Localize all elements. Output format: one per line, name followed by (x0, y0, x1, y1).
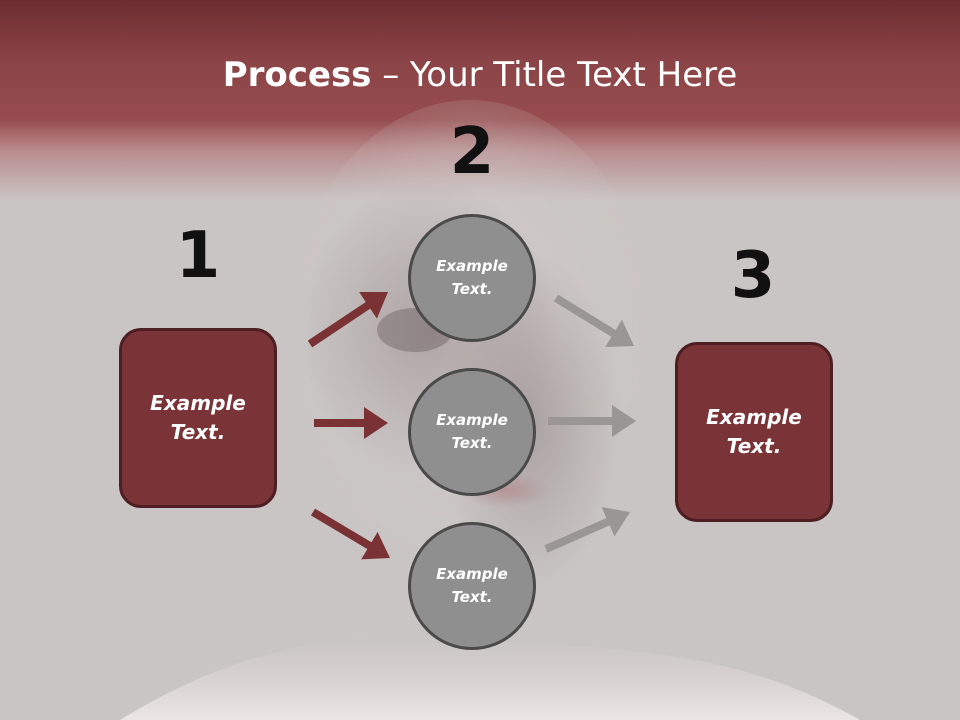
step-number-2: 2 (449, 115, 495, 189)
arrow-middle-to-3 (548, 405, 636, 437)
step-1-box: Example Text. (119, 328, 277, 508)
arrow-1-to-middle (314, 407, 388, 439)
step-2-circle-top: Example Text. (408, 214, 536, 342)
step-1-text: Example Text. (150, 391, 246, 444)
circle-middle-text: Example Text. (436, 411, 508, 452)
step-number-1: 1 (175, 219, 221, 293)
circle-bottom-text: Example Text. (436, 565, 508, 606)
circle-top-text: Example Text. (436, 257, 508, 298)
title-bold: Process (222, 55, 372, 95)
step-3-text: Example Text. (706, 405, 802, 458)
arrow-top-to-3 (553, 294, 634, 348)
slide-title: Process – Your Title Text Here (0, 50, 960, 100)
step-3-box: Example Text. (675, 342, 833, 522)
step-number-3: 3 (730, 239, 776, 313)
step-2-circle-bottom: Example Text. (408, 522, 536, 650)
step-2-circle-middle: Example Text. (408, 368, 536, 496)
arrow-1-to-bottom (310, 508, 390, 560)
title-rest: – Your Title Text Here (371, 55, 738, 95)
arrow-bottom-to-3 (544, 507, 631, 553)
arrow-1-to-top (307, 292, 388, 348)
